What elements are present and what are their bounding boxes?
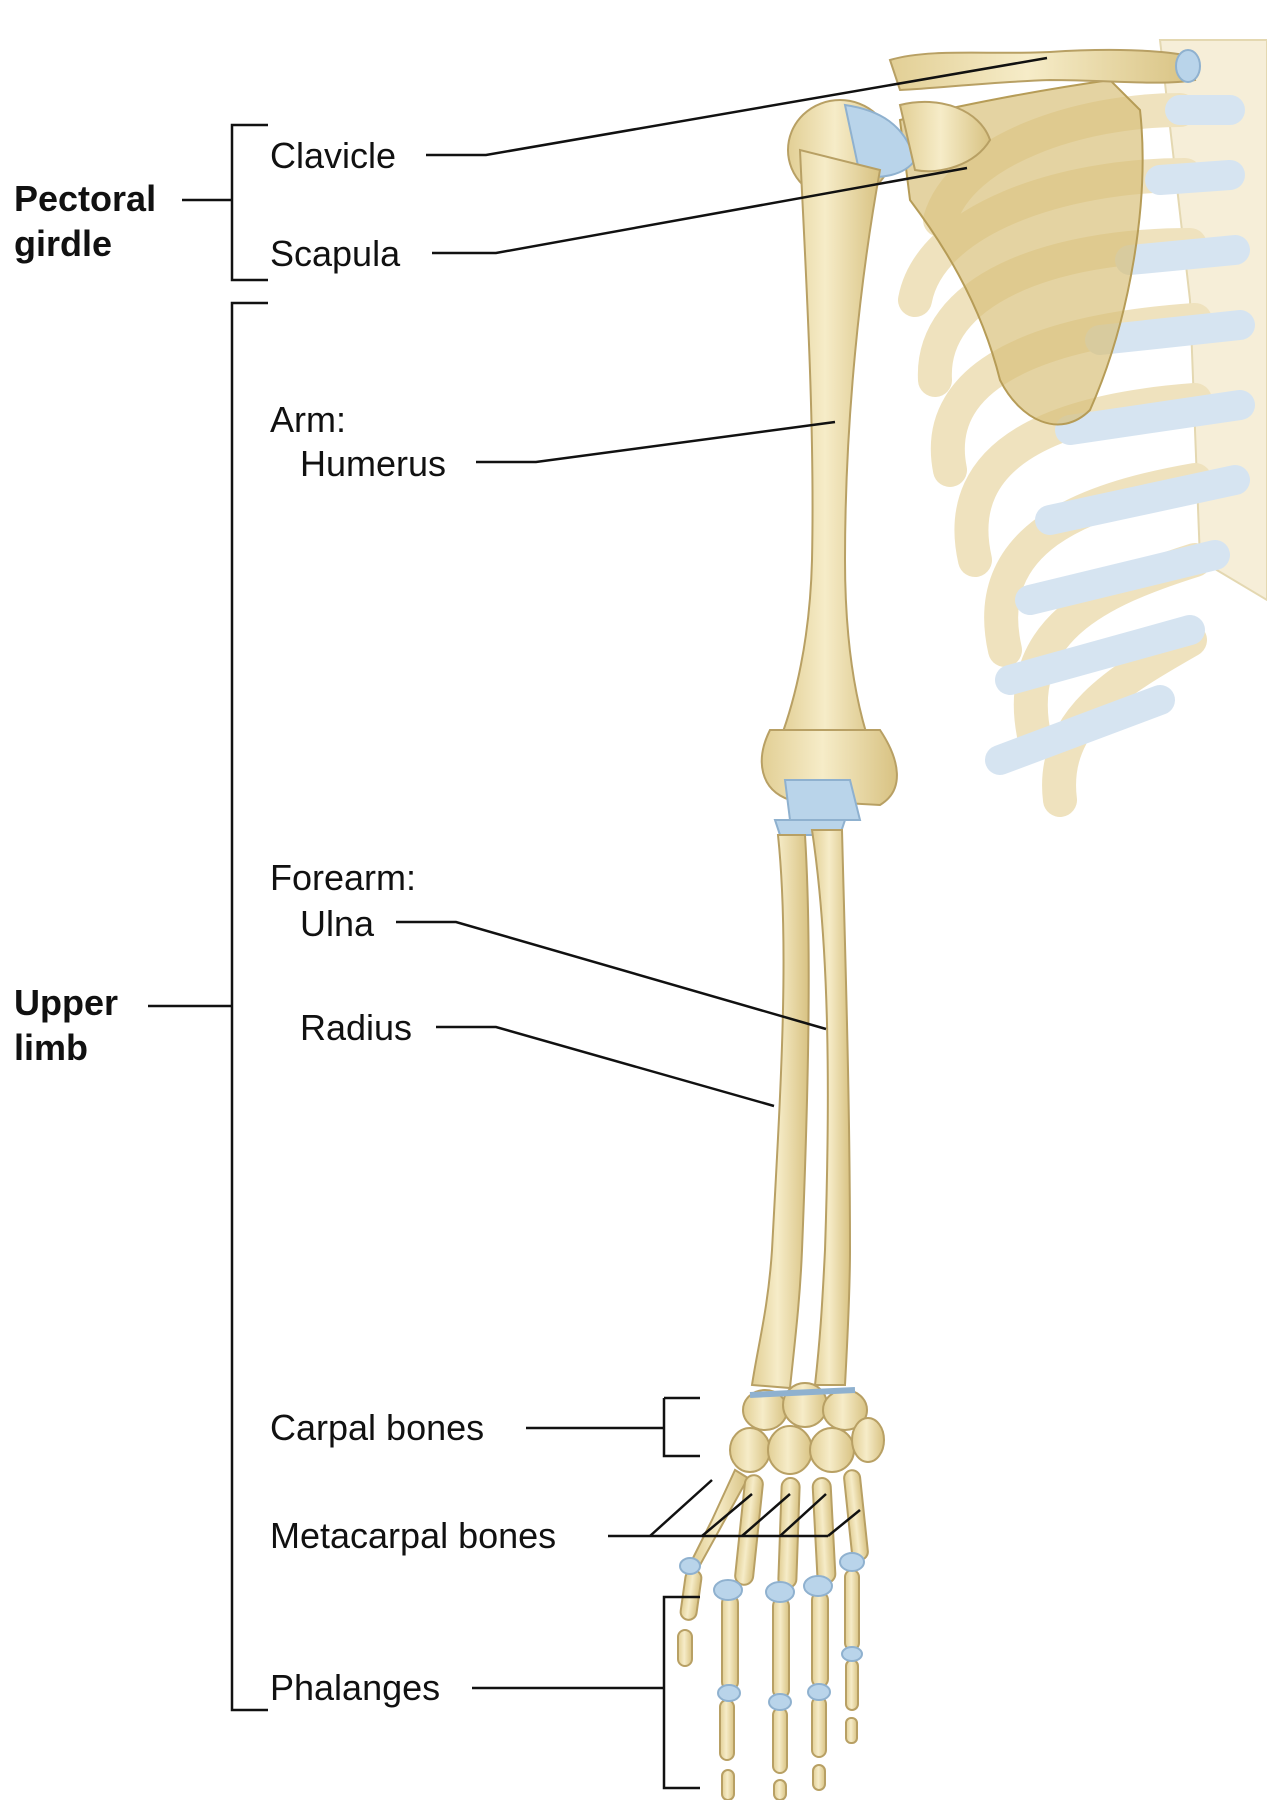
clavicle-shape (888, 48, 1197, 92)
group-label-upper-limb: Upper limb (14, 980, 118, 1070)
label-phalanges: Phalanges (270, 1667, 441, 1708)
scapula-shape (898, 78, 1144, 426)
group-label-pectoral-girdle: Pectoral girdle (14, 176, 156, 266)
humerus-shape (778, 148, 882, 747)
group-label-line: limb (14, 1027, 89, 1068)
group-label-line: girdle (14, 223, 113, 264)
group-label-line: Upper (14, 982, 119, 1023)
label-metacarpal-bones: Metacarpal bones (270, 1515, 557, 1556)
label-humerus: Humerus (300, 443, 447, 484)
rib-cage (898, 39, 1267, 817)
label-carpal-bones: Carpal bones (270, 1407, 485, 1448)
label-forearm: Forearm: (270, 857, 417, 898)
ulna-shape (810, 829, 852, 1386)
label-scapula: Scapula (270, 233, 401, 274)
label-radius: Radius (300, 1007, 413, 1048)
label-arm: Arm: (270, 399, 346, 440)
radius-shape (750, 834, 810, 1390)
label-clavicle: Clavicle (270, 135, 397, 176)
hand-bones (677, 1468, 869, 1800)
carpal-shapes (729, 1382, 885, 1475)
hand-joint-cartilage (679, 1552, 865, 1711)
leader-lines (148, 56, 1048, 1790)
label-ulna: Ulna (300, 903, 375, 944)
group-label-line: Pectoral (14, 178, 157, 219)
